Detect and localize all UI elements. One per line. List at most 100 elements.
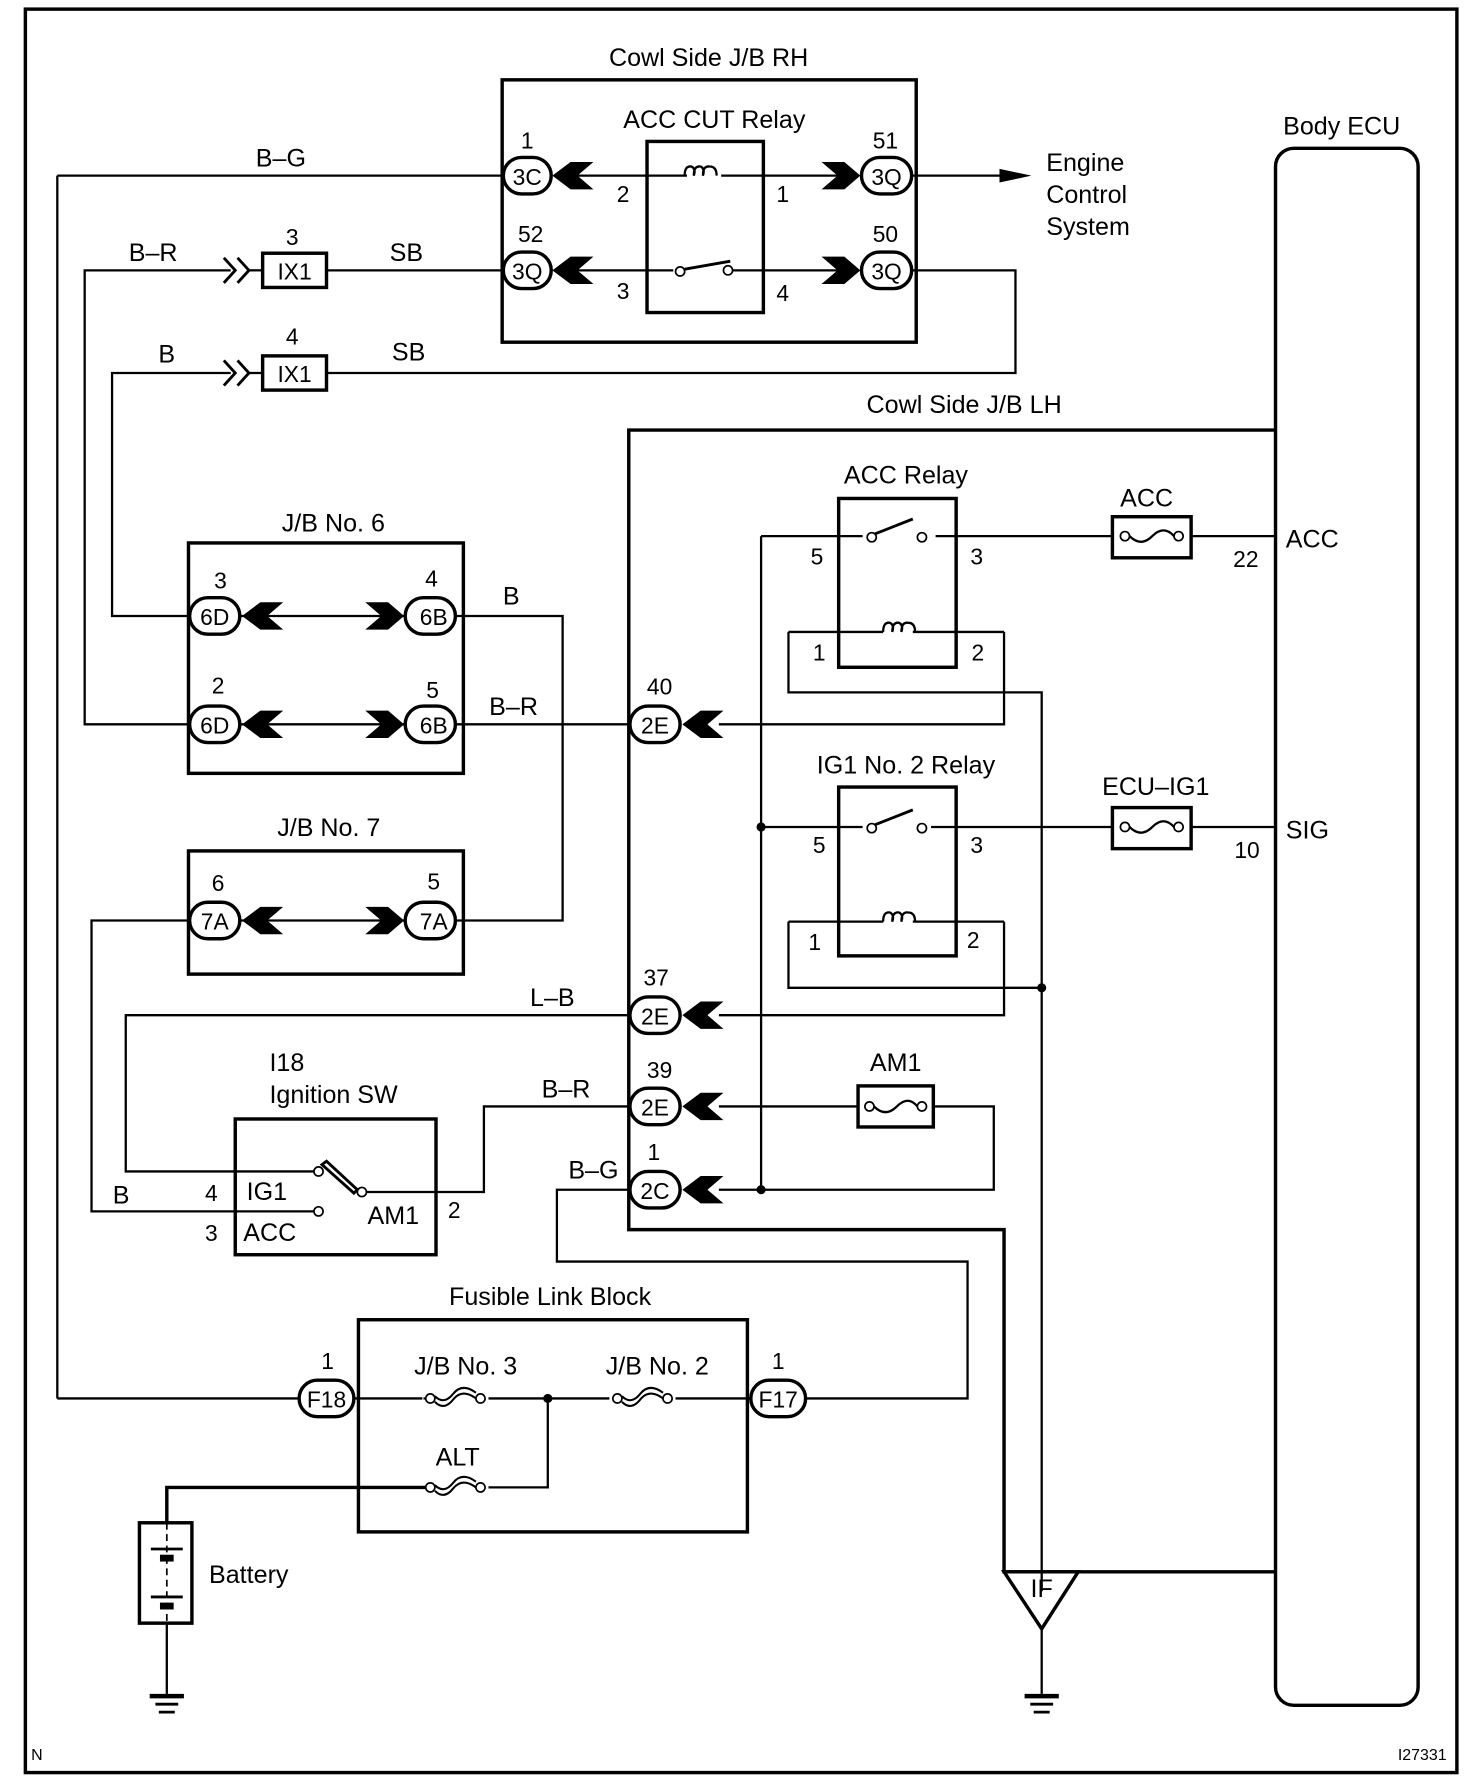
fusible-link-alt-label: ALT [436, 1444, 480, 1472]
connector-6d-2: 6D 2 [187, 673, 284, 745]
fusible-link-alt-icon [422, 1475, 489, 1497]
ecu-terminal-sig: SIG [1286, 816, 1329, 844]
junction-dot [1037, 983, 1047, 993]
male-terminal-icon [821, 161, 861, 190]
connector-pin: 1 [648, 1139, 661, 1165]
female-terminal-icon [682, 1001, 724, 1029]
diagram-frame [23, 7, 1459, 1775]
male-terminal-icon [365, 602, 405, 630]
connector-pin: 1 [321, 1348, 334, 1374]
connector-3q-50: 3Q 50 [821, 221, 914, 291]
acc-relay [836, 496, 958, 669]
acc-cut-relay [645, 139, 766, 315]
connector-pin: 3 [286, 224, 299, 250]
connector-pin: 37 [643, 965, 668, 991]
connector-pin: 50 [873, 221, 898, 247]
figure-id: I27331 [1398, 1747, 1447, 1764]
pin-label: 5 [811, 544, 824, 570]
pin-label: 1 [776, 181, 789, 207]
connector-ix1-4: IX1 4 [222, 323, 329, 392]
connector-code: 2E [641, 712, 669, 738]
engine-control-label: Control [1046, 181, 1127, 209]
male-terminal-icon [365, 710, 405, 739]
connector-code: 6D [200, 712, 229, 738]
relay-coil-icon [882, 621, 917, 635]
ign-terminal-ig1: IG1 [247, 1178, 287, 1206]
jb-no-6: J/B No. 6 6D 3 6B 4 6D 2 6B 5 [186, 510, 630, 922]
pin-label: 3 [970, 544, 983, 570]
connector-3q-52: 3Q 52 [501, 221, 594, 291]
arrow-right-icon [999, 168, 1032, 183]
wire-color-label: B [113, 1181, 130, 1209]
connector-code: F18 [307, 1387, 346, 1413]
body-ecu: Body ECU ACC 22 SIG 10 [1233, 113, 1420, 1707]
female-terminal-icon [682, 1176, 724, 1204]
ground-icon [149, 1693, 184, 1714]
connector-code: 3Q [512, 258, 542, 284]
cowl-side-jb-rh: Cowl Side J/B RH ACC CUT Relay 2 1 3 4 3… [57, 44, 1130, 375]
relay-switch-icon [862, 517, 936, 543]
connector-pin: 51 [873, 127, 898, 153]
pin-label: 3 [970, 832, 983, 858]
pin-label: 3 [205, 1220, 218, 1246]
wire-color-label: B [158, 341, 175, 369]
connector-code: 7A [420, 909, 449, 935]
connector-2e-39: 2E 39 [628, 1057, 724, 1127]
connector-pin: 1 [772, 1348, 785, 1374]
connector-code: 6D [200, 604, 229, 630]
connector-code: 2E [641, 1095, 669, 1121]
jb-no-7: J/B No. 7 7A 6 7A 5 [90, 814, 466, 1213]
connector-code: IX1 [277, 361, 311, 387]
cowl-side-jb-lh: Cowl Side J/B LH ACC Relay 5 3 1 2 ACC [627, 391, 1276, 1574]
engine-control-label: System [1046, 213, 1130, 241]
connector-pin: 39 [647, 1057, 672, 1083]
connector-code: 2C [640, 1178, 669, 1204]
ix1-connectors: B–R SB IX1 3 B SB IX1 4 [83, 224, 503, 726]
body-ecu-label: Body ECU [1283, 113, 1400, 141]
switch-lever-icon [319, 1159, 360, 1196]
fusible-link-jb2-icon [609, 1386, 676, 1408]
wire-color-label: B–R [129, 239, 178, 267]
ig1-contact [313, 1166, 324, 1177]
connector-6b-4: 6B 4 [365, 565, 458, 636]
connector-code: 7A [201, 909, 230, 935]
ecu-pin: 22 [1233, 546, 1258, 572]
male-terminal-icon [365, 906, 405, 935]
wire-color-label: SB [390, 239, 423, 267]
female-terminal-icon [682, 1092, 724, 1121]
cowl-lh-label: Cowl Side J/B LH [867, 391, 1062, 419]
male-terminal-icon [821, 256, 861, 285]
connector-2e-40: 2E 40 [628, 674, 724, 745]
wire-color-label: B–R [489, 693, 538, 721]
pin-label: 1 [808, 929, 821, 955]
junction-dot [756, 822, 766, 832]
ignition-sw-label: Ignition SW [269, 1081, 398, 1109]
wire-color-label: SB [392, 338, 425, 366]
pin-label: 2 [967, 927, 980, 953]
fuse-ecu-ig1-label: ECU–IG1 [1102, 773, 1209, 801]
ground-point-label: IF [1031, 1575, 1053, 1603]
connector-3c: 3C 1 [501, 127, 594, 196]
connector-code: 6B [420, 712, 448, 738]
connector-code: 2E [641, 1003, 669, 1029]
ig1-relay-label: IG1 No. 2 Relay [817, 751, 996, 779]
connector-code: 6B [420, 604, 448, 630]
relay-coil-icon [882, 911, 917, 924]
female-terminal-icon [552, 256, 594, 285]
fusible-link-block-label: Fusible Link Block [449, 1283, 652, 1311]
connector-pin: 4 [425, 565, 438, 591]
pin-label: 2 [448, 1197, 461, 1223]
battery: Battery [137, 1521, 289, 1714]
pin-label: 4 [776, 280, 789, 306]
pin-label: 2 [617, 181, 630, 207]
connector-3q-51: 3Q 51 [821, 127, 914, 196]
ign-terminal-acc: ACC [243, 1219, 296, 1247]
acc-relay-label: ACC Relay [844, 462, 968, 490]
connector-pin: 5 [426, 677, 439, 703]
connector-7a-6: 7A 6 [187, 870, 284, 941]
relay-coil-icon [683, 165, 722, 178]
wire-color-label: L–B [530, 984, 575, 1012]
ignition-sw-code: I18 [269, 1049, 304, 1077]
wire-color-label: B [503, 583, 520, 611]
